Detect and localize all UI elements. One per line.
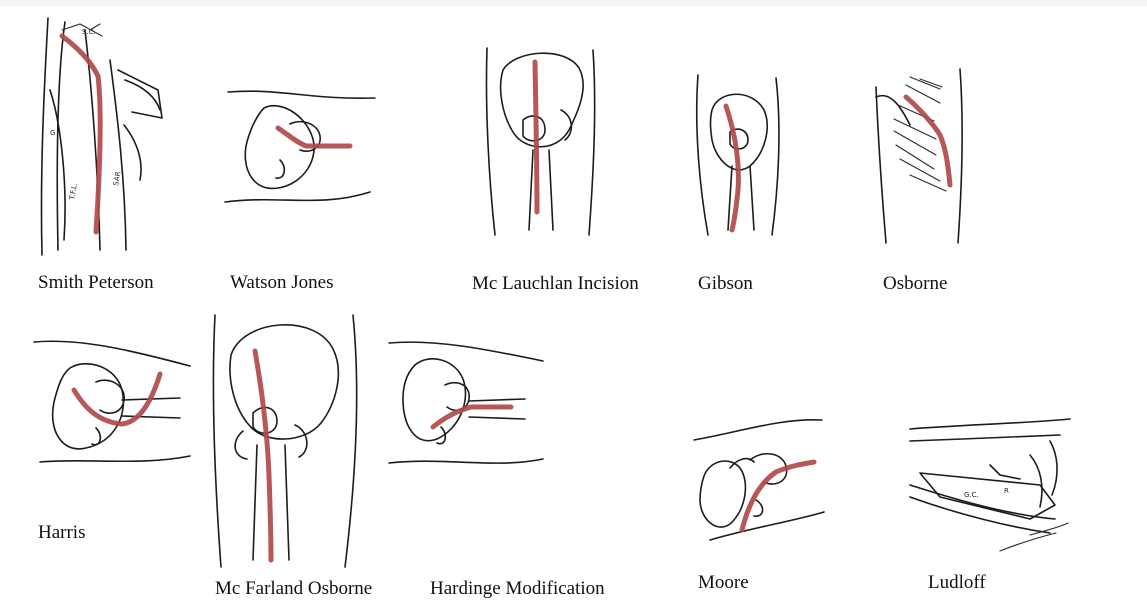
diagram-hardinge [385, 335, 545, 485]
diagram-ludloff: G.C. R [880, 415, 1070, 560]
top-border [0, 0, 1147, 6]
caption-hardinge: Hardinge Modification [430, 578, 605, 600]
diagram-watson-jones [220, 80, 380, 220]
diagram-gibson [690, 70, 790, 240]
caption-gibson: Gibson [698, 273, 753, 295]
osborne-sketch [870, 65, 970, 245]
smith-peterson-sketch: S.C. G T.F.L. SAR [30, 10, 180, 260]
label-gc: G.C. [964, 491, 979, 499]
caption-mc-lauchlan: Mc Lauchlan Incision [472, 273, 639, 295]
mc-lauchlan-sketch [475, 40, 605, 240]
caption-harris: Harris [38, 522, 85, 544]
label-r: R [1004, 487, 1009, 495]
diagram-moore [690, 410, 830, 545]
diagram-osborne [870, 65, 970, 245]
label-sar: SAR [112, 171, 122, 187]
caption-watson-jones: Watson Jones [230, 272, 334, 294]
label-gm: G [50, 129, 55, 137]
diagram-harris [30, 330, 195, 480]
mc-farland-osborne-sketch [205, 305, 365, 570]
diagram-mc-farland-osborne [205, 305, 365, 570]
incision-line [535, 62, 537, 212]
label-tfl: T.F.L. [68, 182, 79, 201]
watson-jones-sketch [220, 80, 380, 220]
gibson-sketch [690, 70, 790, 240]
caption-mc-farland-osborne: Mc Farland Osborne [215, 578, 372, 600]
moore-sketch [690, 410, 830, 545]
incision-line [742, 462, 814, 530]
harris-sketch [30, 330, 195, 480]
caption-moore: Moore [698, 572, 749, 594]
caption-smith-peterson: Smith Peterson [38, 272, 154, 294]
diagram-smith-peterson: S.C. G T.F.L. SAR [30, 10, 180, 260]
hardinge-sketch [385, 335, 545, 485]
caption-osborne: Osborne [883, 273, 947, 295]
diagram-mc-lauchlan [475, 40, 605, 240]
ludloff-sketch: G.C. R [880, 415, 1070, 560]
label-sc: S.C. [82, 28, 96, 36]
caption-ludloff: Ludloff [928, 572, 986, 594]
